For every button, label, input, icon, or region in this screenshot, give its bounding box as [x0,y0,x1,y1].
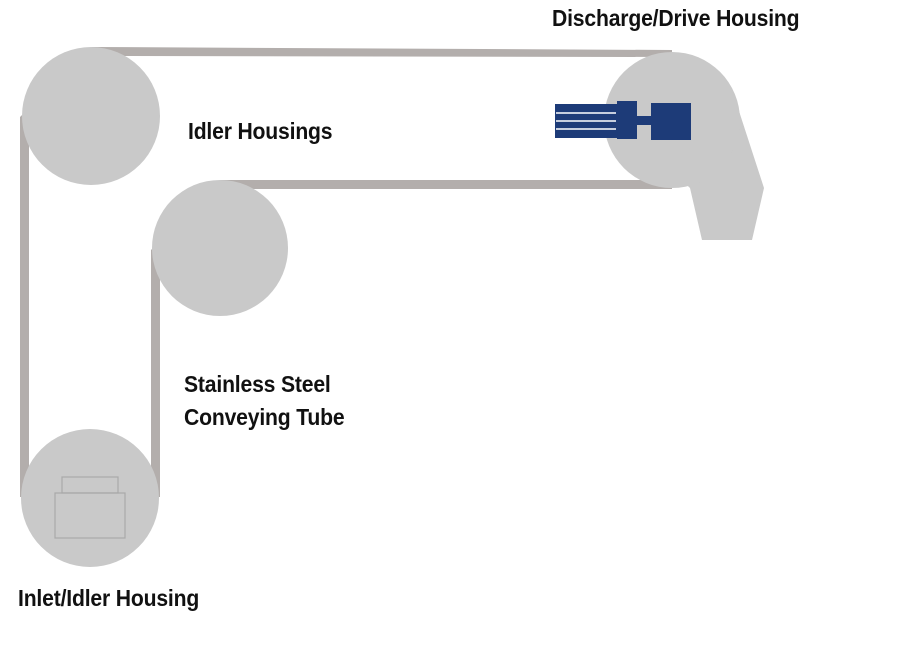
inlet-idler-housing-label: Inlet/Idler Housing [18,585,200,611]
idler-housing-middle [152,180,288,316]
conveying-tube-label-line2: Conveying Tube [184,404,345,430]
conveying-tube-label-line1: Stainless Steel [184,371,331,397]
inlet-idler-housing [21,429,159,567]
idler-housing-top [22,47,160,185]
drive-motor-icon [555,101,691,140]
inlet-hopper-body [54,492,126,539]
discharge-drive-housing-label: Discharge/Drive Housing [552,5,800,31]
idler-housings-label: Idler Housings [188,118,333,144]
